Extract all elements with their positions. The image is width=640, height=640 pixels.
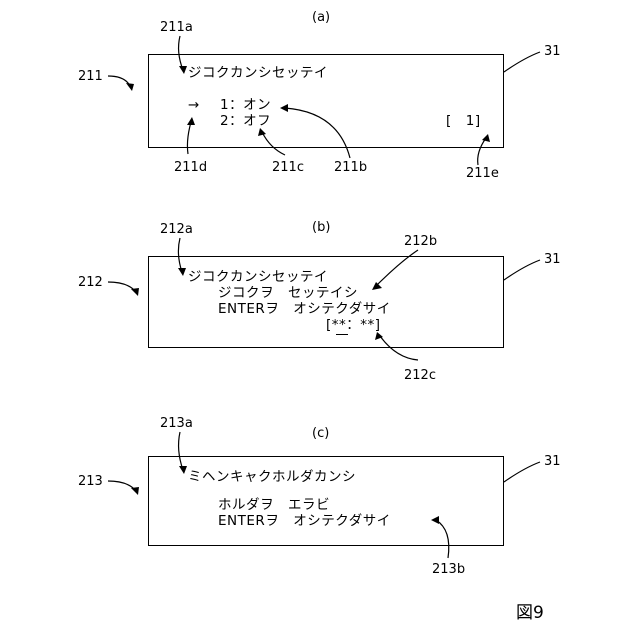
arrowhead-211 — [126, 83, 134, 91]
time-input-field[interactable]: [**：**] — [326, 318, 381, 333]
leader-31-c — [504, 462, 540, 482]
ref-label-211: 211 — [78, 69, 103, 84]
arrowhead-212 — [131, 288, 139, 296]
arrowhead-213 — [131, 487, 139, 495]
instruction-line-2-c: ENTERヲ オシテクダサイ — [218, 514, 391, 529]
leader-31-a — [504, 52, 540, 72]
ref-label-212: 212 — [78, 275, 103, 290]
screen-title-c: ミヘンキャクホルダカンシ — [188, 470, 356, 485]
screen-title-b: ジコクカンシセッテイ — [188, 270, 328, 285]
ref-label-212a: 212a — [160, 222, 193, 237]
ref-label-211c: 211c — [272, 160, 304, 175]
ref-label-213: 213 — [78, 474, 103, 489]
ref-label-211b: 211b — [334, 160, 367, 175]
time-input-cursor — [336, 334, 348, 335]
ref-label-212c: 212c — [404, 368, 436, 383]
instruction-line-2-b: ENTERヲ オシテクダサイ — [218, 302, 391, 317]
ref-label-211a: 211a — [160, 20, 193, 35]
screen-title-a: ジコクカンシセッテイ — [188, 66, 328, 81]
leader-212 — [108, 282, 136, 292]
ref-label-211d: 211d — [174, 160, 207, 175]
selection-count: [ 1] — [446, 114, 481, 129]
ref-label-212b: 212b — [404, 234, 437, 249]
ref-label-31-a: 31 — [544, 44, 561, 59]
caption-a: (a) — [312, 10, 330, 25]
caption-c: (c) — [312, 426, 329, 441]
leader-213 — [108, 481, 136, 491]
ref-label-31-b: 31 — [544, 252, 561, 267]
menu-option-on[interactable]: 1：オン — [220, 98, 271, 113]
cursor-arrow-icon: → — [188, 98, 200, 113]
figure-label: 図9 — [516, 606, 544, 621]
menu-option-off[interactable]: 2：オフ — [220, 114, 271, 129]
ref-label-213a: 213a — [160, 416, 193, 431]
ref-label-211e: 211e — [466, 166, 499, 181]
leader-211 — [108, 76, 130, 86]
ref-label-31-c: 31 — [544, 454, 561, 469]
instruction-line-1-b: ジコクヲ セッテイシ — [218, 286, 358, 301]
leader-31-b — [504, 260, 540, 280]
ref-label-213b: 213b — [432, 562, 465, 577]
caption-b: (b) — [312, 220, 330, 235]
instruction-line-1-c: ホルダヲ エラビ — [218, 498, 330, 513]
